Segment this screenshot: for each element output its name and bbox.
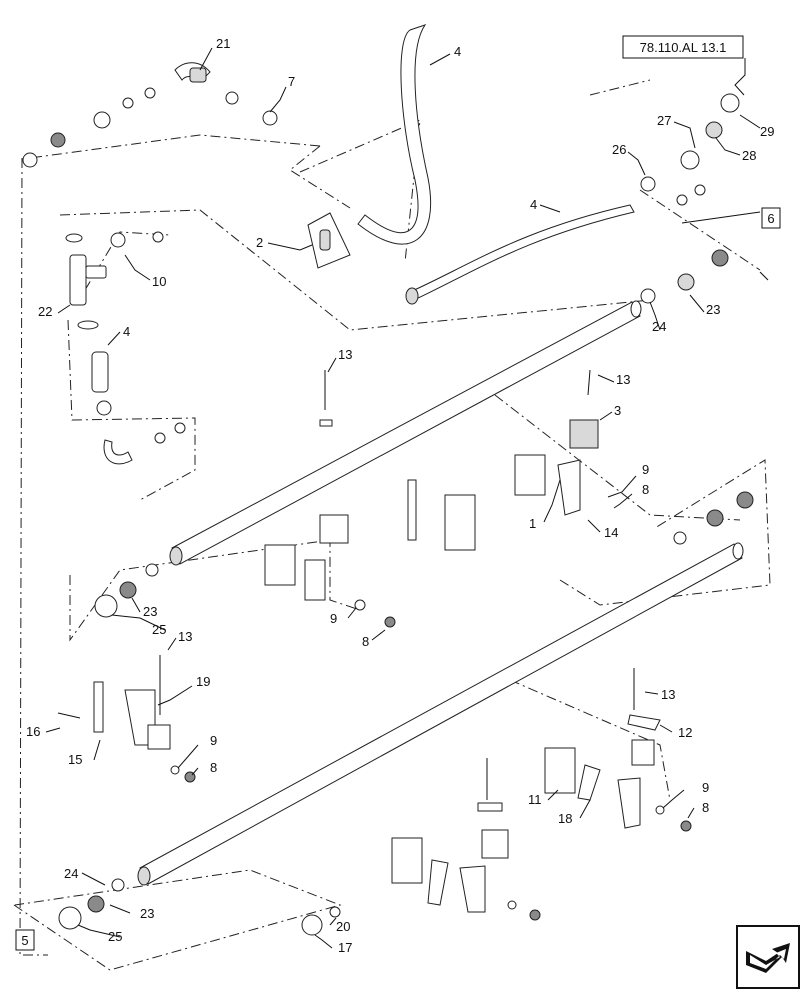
callout-29: 29	[760, 124, 774, 139]
callout-15: 15	[68, 752, 82, 767]
callout-5: 5	[21, 933, 28, 948]
callout-25: 25	[152, 622, 166, 637]
upper-tube	[169, 300, 642, 566]
callout-23: 23	[140, 906, 154, 921]
callout-13: 13	[338, 347, 352, 362]
callout-8: 8	[702, 800, 709, 815]
hose-long	[357, 24, 635, 305]
hose-short	[91, 351, 133, 465]
callout-4: 4	[530, 197, 537, 212]
callout-3: 3	[614, 403, 621, 418]
box-callout-5: 5	[15, 929, 35, 951]
callout-16: 16	[26, 724, 40, 739]
callout-20: 20	[336, 919, 350, 934]
callout-24: 24	[64, 866, 78, 881]
callout-9: 9	[642, 462, 649, 477]
callout-13: 13	[661, 687, 675, 702]
next-page-arrow-icon[interactable]	[736, 925, 800, 989]
callout-9: 9	[702, 780, 709, 795]
callout-25: 25	[108, 929, 122, 944]
callout-28: 28	[742, 148, 756, 163]
callout-labels: 21 7 4 4 2 10 22 4 26 27 29 28 24 23 13 …	[26, 36, 774, 955]
callout-4: 4	[123, 324, 130, 339]
callout-leaders	[45, 47, 769, 949]
callout-9: 9	[330, 611, 337, 626]
callout-22: 22	[38, 304, 52, 319]
callout-8: 8	[210, 760, 217, 775]
callout-9: 9	[210, 733, 217, 748]
callout-23: 23	[143, 604, 157, 619]
bracket-2	[307, 212, 351, 269]
callout-17: 17	[338, 940, 352, 955]
callout-10: 10	[152, 274, 166, 289]
callout-26: 26	[612, 142, 626, 157]
elbow-21	[174, 62, 211, 83]
callout-18: 18	[558, 811, 572, 826]
tee-fitting	[65, 233, 107, 330]
lower-tube	[137, 542, 744, 886]
callout-7: 7	[288, 74, 295, 89]
callout-23: 23	[706, 302, 720, 317]
reference-text: 78.110.AL 13.1	[640, 40, 727, 55]
fittings-group	[22, 87, 754, 936]
reference-box[interactable]: 78.110.AL 13.1	[622, 35, 744, 59]
callout-24: 24	[652, 319, 666, 334]
callout-21: 21	[216, 36, 230, 51]
callout-8: 8	[642, 482, 649, 497]
callout-6: 6	[767, 211, 774, 226]
box-callout-6: 6	[761, 207, 781, 229]
callout-19: 19	[196, 674, 210, 689]
callout-2: 2	[256, 235, 263, 250]
assembly-centerlines	[13, 79, 771, 971]
callout-13: 13	[616, 372, 630, 387]
callout-27: 27	[657, 113, 671, 128]
callout-11: 11	[528, 792, 542, 807]
callout-13: 13	[178, 629, 192, 644]
callout-1: 1	[529, 516, 536, 531]
callout-12: 12	[678, 725, 692, 740]
callout-14: 14	[604, 525, 618, 540]
callout-4: 4	[454, 44, 461, 59]
mount-hardware	[57, 369, 692, 921]
callout-8: 8	[362, 634, 369, 649]
